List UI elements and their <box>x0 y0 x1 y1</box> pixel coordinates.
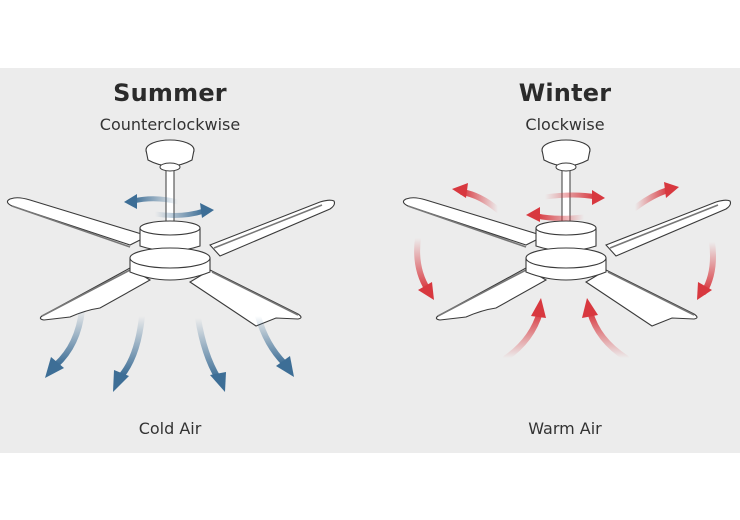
winter-rotation-arrows-icon <box>526 190 605 222</box>
summer-rotation-arrows-icon <box>124 194 214 218</box>
winter-rotation-label: Clockwise <box>525 115 605 134</box>
summer-fan <box>6 139 336 327</box>
warm-air-label: Warm Air <box>528 419 602 438</box>
winter-title: Winter <box>518 79 612 107</box>
winter-fan <box>402 139 732 327</box>
diagram-background <box>0 68 740 453</box>
cold-air-down-arrows-icon <box>45 307 294 392</box>
summer-title: Summer <box>113 79 227 107</box>
warm-air-circulation-arrows-icon <box>414 182 716 361</box>
cold-air-label: Cold Air <box>138 419 202 438</box>
summer-rotation-label: Counterclockwise <box>99 115 241 134</box>
